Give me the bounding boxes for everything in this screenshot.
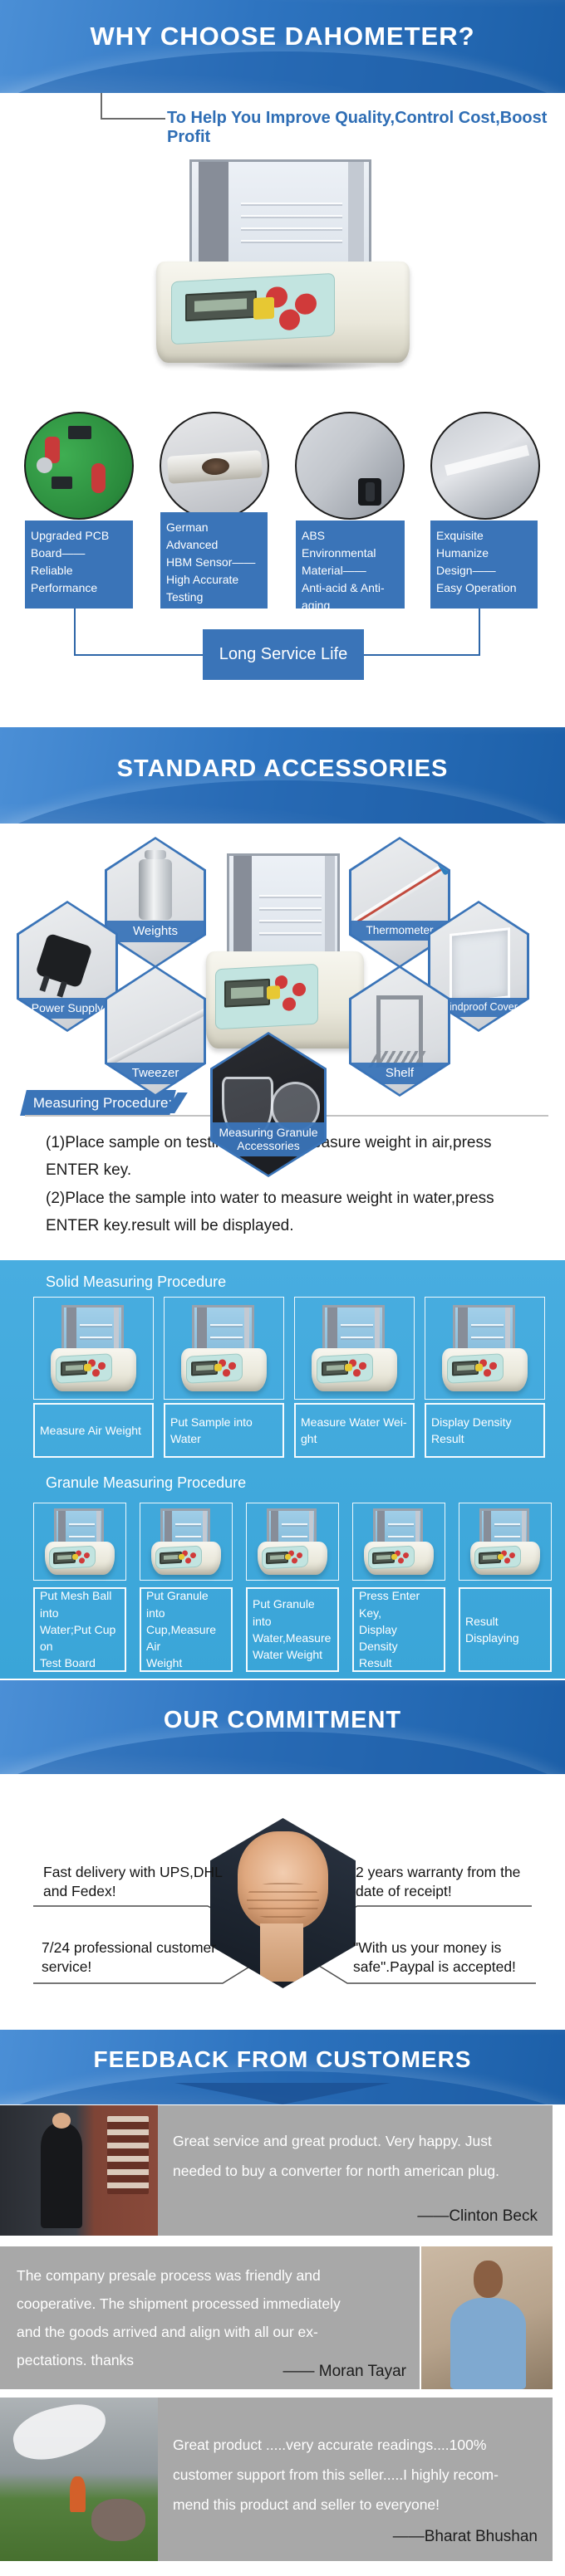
long-service-life-box: Long Service Life [203,629,364,680]
commitment-item-warranty: 2 years warranty from the date of receip… [356,1864,521,1899]
quote-box: The company presale process was friendly… [0,2246,420,2389]
why-choose-title: WHY CHOOSE DAHOMETER? [90,22,475,51]
commitment-title: OUR COMMITMENT [163,1707,402,1733]
commitment-banner: OUR COMMITMENT [0,1680,565,1774]
weights-photo [107,839,204,965]
humanize-design-photo [430,412,540,520]
granule-procedure-title: Granule Measuring Procedure [46,1474,247,1491]
quote-text: Great service and great product. Very ha… [173,2133,500,2179]
granule-step-photo-1 [33,1503,126,1581]
feedback-title: FEEDBACK FROM CUSTOMERS [93,2046,472,2072]
feature-label-pcb: Upgraded PCB Board—— Reliable Performanc… [25,521,133,609]
testimonial-bharat-bhushan: Great product .....very accurate reading… [0,2398,565,2561]
weights-hexagon: Weights [105,837,206,968]
tweezer-hexagon: Tweezer [105,965,206,1097]
quote-author: —— Moran Tayar [282,2363,406,2380]
testimonial-clinton-beck: Great service and great product. Very ha… [0,2105,565,2236]
windproof-cover-label: Windproof Cover [428,997,529,1017]
solid-step-label-4: Display Density Result [425,1403,545,1458]
commitment-item-service: 7/24 professional customer service! [42,1939,217,1975]
feedback-banner: FEEDBACK FROM CUSTOMERS [0,2030,565,2104]
solid-step-label-3: Measure Water Wei- ght [294,1403,415,1458]
procedure-step-2: (2)Place the sample into water to measur… [46,1189,494,1234]
handshake-image [210,1818,356,1988]
quote-text: The company presale process was friendly… [17,2267,341,2369]
testimonial-moran-tayar: The company presale process was friendly… [0,2246,565,2389]
tagline-connector-horizontal [101,118,165,120]
solid-step-photo-1 [33,1297,154,1400]
granule-step-label-4: Press Enter Key, Display Density Result [352,1587,445,1672]
solid-step-photo-2 [164,1297,284,1400]
lsl-connector-left-horizontal [74,654,203,656]
feature-label-abs: ABS Environmental Material—— Anti-acid &… [296,521,405,612]
hbm-sensor-photo [160,412,269,520]
customer-photo-clinton-beck [0,2105,158,2236]
lsl-connector-left-vertical [74,609,76,656]
lsl-connector-right-horizontal [364,654,480,656]
quote-box: Great service and great product. Very ha… [158,2105,553,2236]
granule-step-photo-2 [140,1503,233,1581]
power-supply-label: Power Supply [17,997,118,1019]
feature-label-design: Exquisite Humanize Design—— Easy Operati… [430,521,538,609]
granule-step-label-1: Put Mesh Ball into Water;Put Cup on Test… [33,1587,126,1672]
hero-image-shadow [191,360,382,372]
feature-label-sensor: German Advanced HBM Sensor—— High Accura… [160,512,268,621]
granule-step-label-5: Result Displaying [459,1587,552,1672]
shelf-label: Shelf [349,1062,450,1084]
granule-accessories-label: Measuring Granule Accessories [210,1122,327,1157]
accessories-banner: STANDARD ACCESSORIES [0,727,565,824]
tagline: To Help You Improve Quality,Control Cost… [167,109,548,146]
quote-author: ——Clinton Beck [417,2207,538,2225]
granule-step-photo-3 [246,1503,339,1581]
feedback-banner-chevron [174,2083,391,2104]
pcb-board-photo [24,412,134,520]
abs-material-photo [295,412,405,520]
granule-step-label-2: Put Granule into Cup,Measure Air Weight [140,1587,233,1672]
quote-text: Great product .....very accurate reading… [173,2437,499,2513]
solid-step-photo-4 [425,1297,545,1400]
weights-label: Weights [105,921,206,943]
quote-box: Great product .....very accurate reading… [158,2398,553,2561]
tweezer-label: Tweezer [105,1062,206,1084]
commitment-item-paypal: "With us your money is safe".Paypal is a… [353,1939,516,1975]
solid-step-label-1: Measure Air Weight [33,1403,154,1458]
lsl-connector-right-vertical [479,609,480,656]
granule-step-photo-5 [459,1503,552,1581]
tagline-connector-vertical [101,93,102,119]
quote-author: ——Bharat Bhushan [392,2528,538,2545]
why-choose-banner: WHY CHOOSE DAHOMETER? [0,0,565,93]
granule-step-photo-4 [352,1503,445,1581]
granule-step-label-3: Put Granule into Water,Measure Water Wei… [246,1587,339,1672]
density-meter-collage-image [206,853,364,1048]
power-supply-hexagon: Power Supply [17,901,118,1032]
procedures-section: Solid Measuring Procedure Measure Air We… [0,1260,565,1679]
accessories-title: STANDARD ACCESSORIES [116,755,449,782]
solid-procedure-title: Solid Measuring Procedure [46,1273,227,1290]
customer-photo-bharat-bhushan [0,2398,158,2561]
shelf-hexagon: Shelf [349,965,450,1097]
commitment-item-delivery: Fast delivery with UPS,DHL and Fedex! [43,1864,223,1899]
customer-photo-moran-tayar [421,2246,553,2389]
solid-step-photo-3 [294,1297,415,1400]
density-meter-hero-image [156,159,410,363]
solid-step-label-2: Put Sample into Water [164,1403,284,1458]
